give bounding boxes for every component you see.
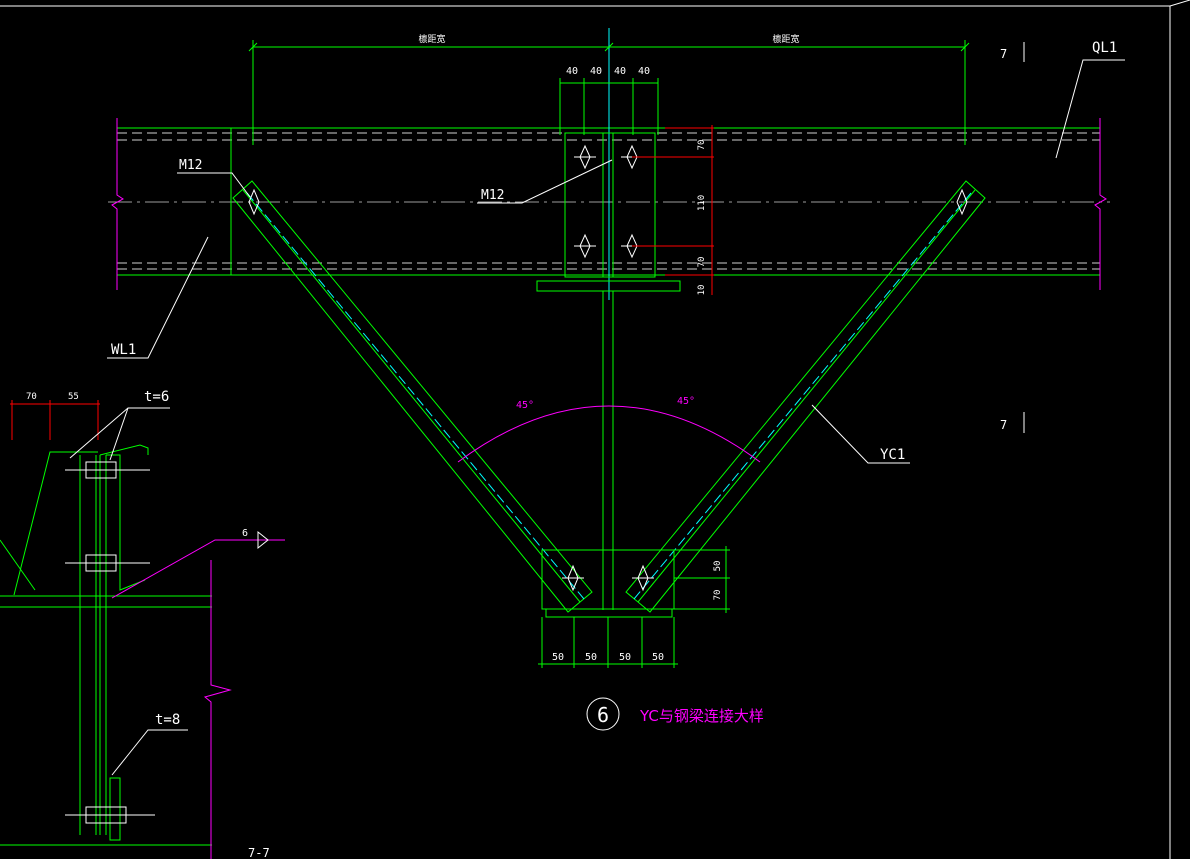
right-brace — [625, 180, 986, 613]
label-t8: t=8 — [155, 712, 180, 728]
title-text: YC与钢梁连接大样 — [639, 707, 764, 725]
left-brace — [232, 180, 593, 613]
plate-dim-3: 40 — [614, 66, 626, 77]
label-yc1: YC1 — [880, 447, 905, 463]
label-wl1: WL1 — [111, 342, 136, 358]
section-mark-mid: 7 — [1000, 418, 1007, 432]
angle-arc — [457, 405, 761, 463]
connection-plate — [536, 132, 681, 610]
bottom-dim-4: 50 — [652, 652, 664, 663]
top-dimension — [248, 28, 970, 300]
vert-dim-4: 10 — [697, 285, 707, 296]
plate-dimension — [559, 78, 659, 135]
section-mark-top: 7 — [1000, 47, 1007, 61]
node-dim-2: 70 — [713, 590, 723, 601]
bottom-dim-3: 50 — [619, 652, 631, 663]
dim-top-right: 檩距宽 — [772, 33, 799, 45]
label-weld: 6 — [242, 528, 248, 539]
plate-dim-2: 40 — [590, 66, 602, 77]
label-m12-left: M12 — [179, 158, 202, 173]
label-t6: t=6 — [144, 389, 169, 405]
frame-corner — [1169, 0, 1190, 7]
left-dim-1: 70 — [26, 392, 37, 402]
title-number: 6 — [597, 703, 609, 727]
left-dim-2: 55 — [68, 392, 79, 402]
vert-dim-3: 70 — [697, 257, 707, 268]
section-mark-bottom: 7-7 — [248, 846, 270, 859]
vert-dim-1: 70 — [697, 140, 707, 151]
node-dim-1: 50 — [713, 561, 723, 572]
angle-right-label: 45° — [677, 396, 695, 407]
red-dimension — [632, 125, 714, 295]
dim-top-left: 檩距宽 — [418, 33, 445, 45]
label-m12-center: M12 — [481, 188, 504, 203]
bottom-node — [538, 546, 730, 668]
title-circle — [586, 697, 620, 731]
bottom-dim-2: 50 — [585, 652, 597, 663]
plate-dim-4: 40 — [638, 66, 650, 77]
bottom-dim-1: 50 — [552, 652, 564, 663]
angle-left-label: 45° — [516, 400, 534, 411]
vert-dim-2: 110 — [697, 195, 707, 211]
label-ql1: QL1 — [1092, 40, 1117, 56]
plate-dim-1: 40 — [566, 66, 578, 77]
left-detail — [0, 400, 285, 859]
leaders — [107, 42, 1125, 464]
